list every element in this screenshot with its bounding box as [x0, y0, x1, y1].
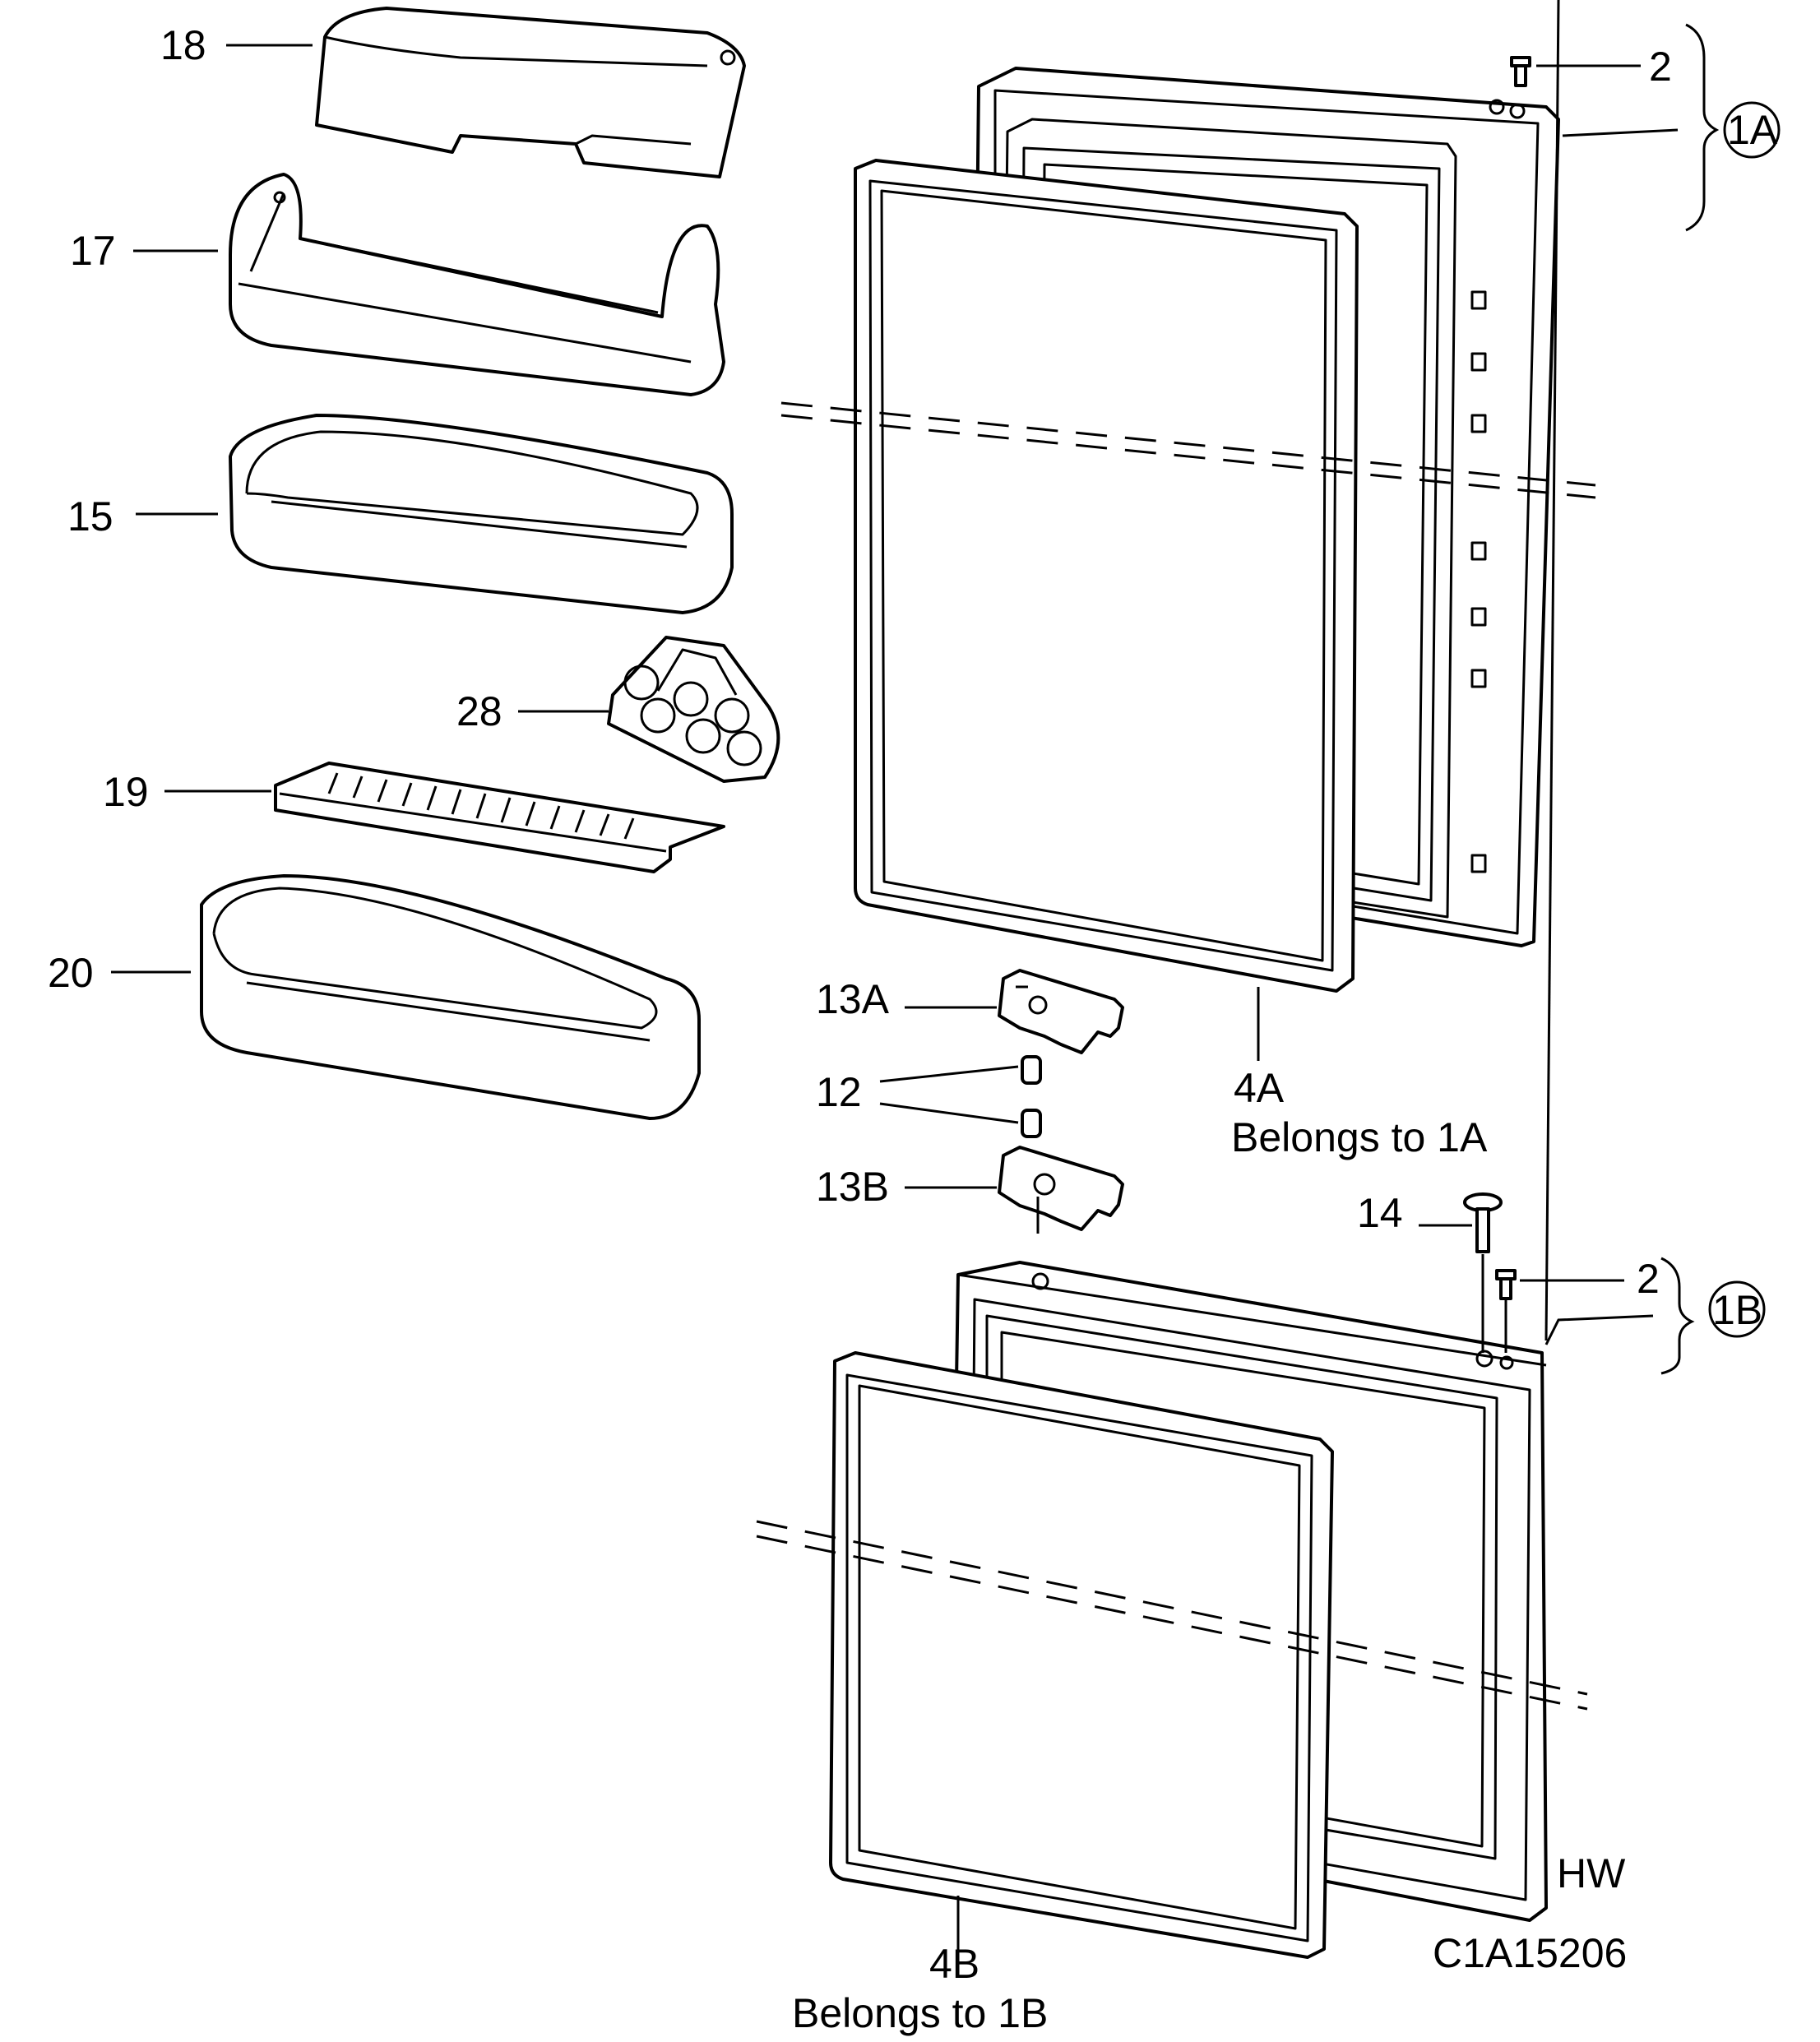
part-17-bottle-shelf [229, 173, 725, 396]
cut-line-upper [780, 401, 1596, 487]
label-17: 17 [70, 228, 116, 274]
door-hinge-tabs [1470, 290, 1487, 873]
label-4b-note: Belongs to 1B [792, 1990, 1048, 2036]
label-13a: 13A [816, 976, 890, 1022]
label-19: 19 [103, 769, 149, 815]
label-14: 14 [1357, 1190, 1403, 1236]
leader-1b-a [1544, 0, 1560, 1341]
brace-1b [1660, 1257, 1695, 1375]
cut-line-lower-b [756, 1535, 1588, 1711]
leader-12-a [879, 1065, 1019, 1083]
brace-1a [1685, 23, 1720, 232]
gasket-4b [829, 1351, 1334, 1959]
label-4a: 4A [1234, 1065, 1285, 1111]
part-19-grille [274, 762, 725, 873]
label-2-bottom: 2 [1637, 1256, 1660, 1302]
label-drawing-code: C1A15206 [1433, 1930, 1627, 1976]
leader-1b [1544, 1314, 1654, 1345]
leader-1a [1562, 128, 1679, 137]
label-12: 12 [816, 1069, 862, 1115]
part-15-door-shelf [229, 414, 734, 614]
circle-1a [1723, 101, 1781, 159]
screw-2-bottom [1495, 1269, 1517, 1300]
part-20-door-shelf [200, 874, 701, 1120]
label-28: 28 [456, 688, 502, 734]
label-4b: 4B [929, 1941, 979, 1987]
hinge-13a [998, 969, 1124, 1054]
label-1a: 1A [1727, 107, 1778, 153]
screw-14 [1463, 1192, 1503, 1253]
pin-12-bottom [1021, 1109, 1042, 1138]
label-hw: HW [1557, 1850, 1626, 1896]
label-1b: 1B [1712, 1287, 1762, 1333]
label-13b: 13B [816, 1164, 889, 1210]
hinge-13b [998, 1146, 1124, 1234]
label-4a-note: Belongs to 1A [1231, 1114, 1488, 1160]
screw-2-top [1510, 56, 1531, 87]
leader-12-b [879, 1102, 1019, 1124]
circle-1b [1708, 1280, 1766, 1338]
gasket-4a [854, 159, 1359, 993]
cut-line-lower [756, 1520, 1588, 1696]
label-2-top: 2 [1649, 44, 1672, 90]
part-18-lid [315, 7, 746, 178]
label-18: 18 [160, 22, 206, 68]
part-28-egg-tray [607, 636, 780, 783]
label-20: 20 [48, 950, 94, 996]
label-15: 15 [67, 493, 113, 539]
pin-12-top [1021, 1055, 1042, 1085]
cut-line-upper-b [780, 414, 1596, 499]
